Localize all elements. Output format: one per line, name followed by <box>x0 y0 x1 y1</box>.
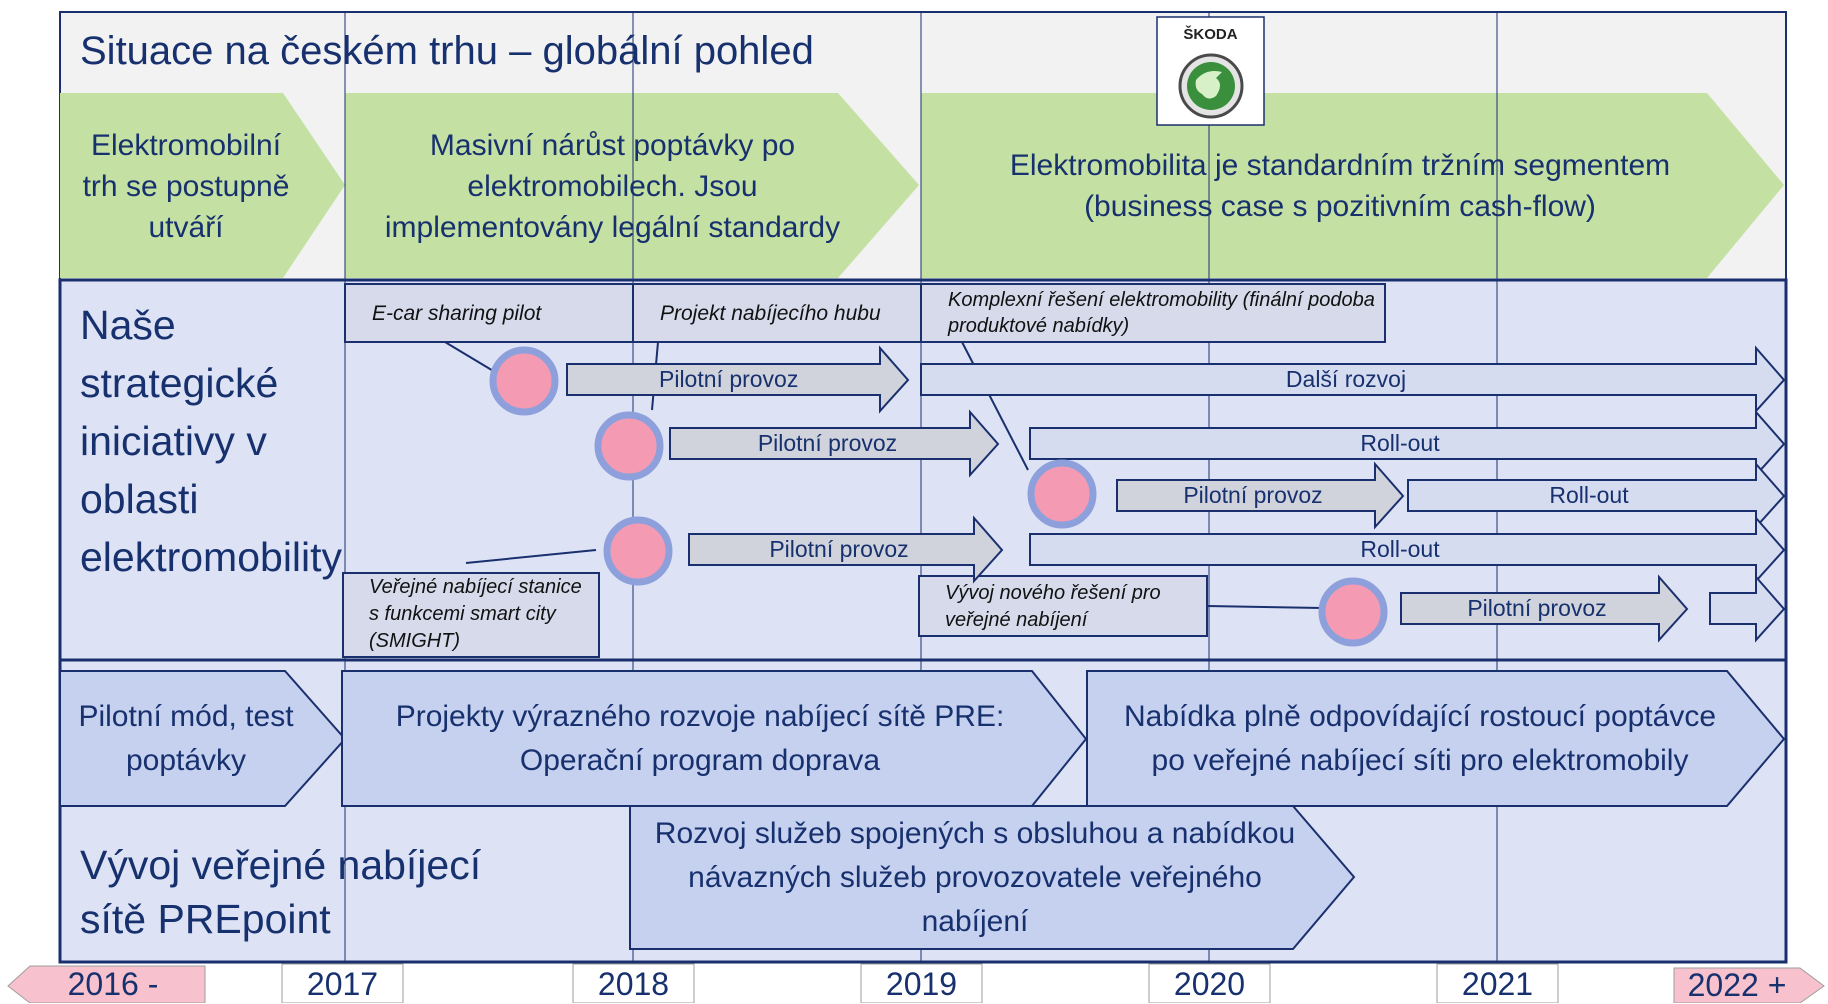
arrow-2-pilot-label: Pilotní provoz <box>757 430 898 456</box>
year-tab-2020 <box>1148 963 1271 1003</box>
logo-brand-text: ŠKODA <box>1183 26 1238 43</box>
phase-text-3: Elektromobilita je standardním tržním se… <box>1009 149 1671 223</box>
label-charging-hub: Projekt nabíjecího hubu <box>660 302 881 325</box>
arrow-4-rollout-label: Roll-out <box>1360 536 1440 562</box>
network-text-4: Rozvoj služeb spojených s obsluhou a nab… <box>654 817 1296 938</box>
network-chevron-1 <box>59 670 347 807</box>
phase-chevron-3 <box>921 93 1784 278</box>
label-box-smight <box>342 572 600 658</box>
network-chevrons <box>59 670 1786 950</box>
label-smight: Veřejné nabíjecí stanice s funkcemi smar… <box>369 576 582 652</box>
arrow-3-pilot <box>1116 461 1405 530</box>
arrow-3-rollout-label: Roll-out <box>1549 482 1629 508</box>
arrow-4-pilot <box>688 515 1004 584</box>
network-row-title: Vývoj veřejné nabíjecí sítě PREpoint <box>80 842 482 942</box>
slide-title: Situace na českém trhu – globální pohled <box>80 29 814 73</box>
milestone-smight <box>603 516 673 586</box>
year-label-2019: 2019 <box>885 966 958 1002</box>
arrow-5-stub <box>1709 574 1786 643</box>
year-tab-2017 <box>281 963 404 1003</box>
year-label-2020: 2020 <box>1173 966 1246 1002</box>
arrow-4-pilot-label: Pilotní provoz <box>769 536 909 562</box>
network-chevron-2 <box>341 670 1088 807</box>
process-arrows <box>566 345 1786 643</box>
year-label-2016: 2016 - <box>67 966 159 1002</box>
network-text-3: Nabídka plně odpovídající rostoucí poptá… <box>1123 700 1717 777</box>
arrow-3-rollout <box>1407 461 1786 530</box>
label-new-solution: Vývoj nového řešení pro veřejné nabíjení <box>945 582 1161 631</box>
phase-chevron-2 <box>345 93 919 278</box>
year-label-2018: 2018 <box>597 966 670 1002</box>
year-tabs <box>7 963 1825 1003</box>
year-tab-2021 <box>1436 963 1559 1003</box>
label-box-hub <box>632 283 922 343</box>
initiatives-row-title: Naše strategické iniciativy v oblasti el… <box>80 302 343 580</box>
skoda-logo <box>1156 16 1265 126</box>
label-box-ecar <box>344 283 634 343</box>
year-tab-2016 <box>7 965 206 1003</box>
network-chevron-3 <box>1086 670 1786 807</box>
arrow-3-pilot-label: Pilotní provoz <box>1183 482 1323 508</box>
arrow-1-pilot-label: Pilotní provoz <box>659 366 799 392</box>
year-label-2022: 2022 + <box>1687 967 1787 1003</box>
arrow-4-rollout <box>1029 515 1786 584</box>
label-box-newsol <box>918 575 1208 637</box>
phase-text-1: Elektromobilní trh se postupně utváří <box>82 128 290 244</box>
milestones <box>489 346 1388 647</box>
phase-text-2: Masivní nárůst poptávky po elektromobile… <box>384 128 841 244</box>
label-ecar-sharing: E-car sharing pilot <box>372 302 542 325</box>
network-text-1: Pilotní mód, test poptávky <box>78 700 294 777</box>
arrow-1-dev-label: Další rozvoj <box>1285 366 1407 392</box>
year-label-2021: 2021 <box>1461 966 1534 1002</box>
arrow-5-pilot <box>1400 574 1689 643</box>
phase-chevron-1 <box>60 93 345 278</box>
label-box-complex <box>920 283 1386 343</box>
network-chevron-4 <box>629 805 1356 950</box>
network-text-2: Projekty výrazného rozvoje nabíjecí sítě… <box>395 700 1005 777</box>
milestone-hub <box>594 411 664 481</box>
arrow-1-dev <box>920 345 1786 414</box>
year-label-2017: 2017 <box>306 966 379 1002</box>
arrow-2-rollout <box>1029 409 1786 478</box>
milestone-complex <box>1027 459 1097 529</box>
arrow-2-pilot <box>669 409 1000 478</box>
year-tab-2019 <box>860 963 983 1003</box>
milestone-ecar <box>489 346 559 416</box>
year-tab-2022 <box>1673 967 1825 1003</box>
label-complex-solution: Komplexní řešení elektromobility (fináln… <box>948 289 1375 337</box>
milestone-newsol <box>1318 577 1388 647</box>
arrow-5-pilot-label: Pilotní provoz <box>1467 595 1607 621</box>
arrow-2-rollout-label: Roll-out <box>1360 430 1440 456</box>
year-tab-2018 <box>572 963 695 1003</box>
arrow-1-pilot <box>566 345 910 414</box>
